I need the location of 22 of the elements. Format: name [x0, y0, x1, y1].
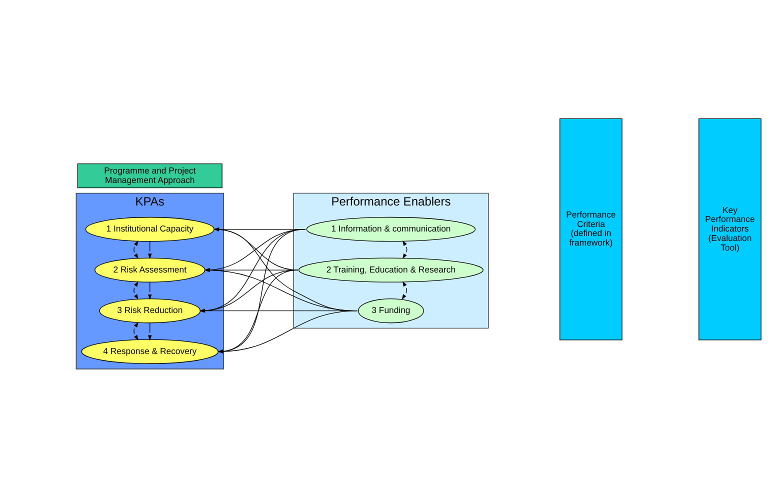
arrow	[204, 268, 298, 272]
node-ellipse: 4 Response & Recovery	[81, 338, 218, 364]
node-ellipse: 2 Risk Assessment	[94, 257, 206, 282]
arrow	[134, 280, 138, 300]
node-ellipse: 1 Information & communication	[306, 216, 476, 242]
node-ellipse: 1 Institutional Capacity	[85, 216, 214, 242]
arrow	[218, 310, 358, 353]
arrow	[218, 228, 306, 353]
arrow	[402, 280, 407, 300]
node-ellipse: 3 Risk Reduction	[99, 298, 201, 323]
node-box: Key Performance Indicators (Evaluation Tool)	[698, 118, 762, 340]
node-box: Performance Criteria (defined in framework)	[560, 118, 622, 340]
arrow	[218, 269, 298, 353]
arrow	[134, 322, 138, 340]
arrow	[134, 240, 138, 258]
node-ellipse: 3 Funding	[358, 298, 424, 323]
node-ellipse: 2 Training, Education & Research	[298, 257, 484, 282]
node-box: Programme and Project Management Approach	[77, 162, 222, 188]
arrow	[148, 240, 152, 259]
arrow	[148, 322, 152, 340]
arrow	[148, 281, 152, 300]
arrow	[200, 269, 298, 312]
